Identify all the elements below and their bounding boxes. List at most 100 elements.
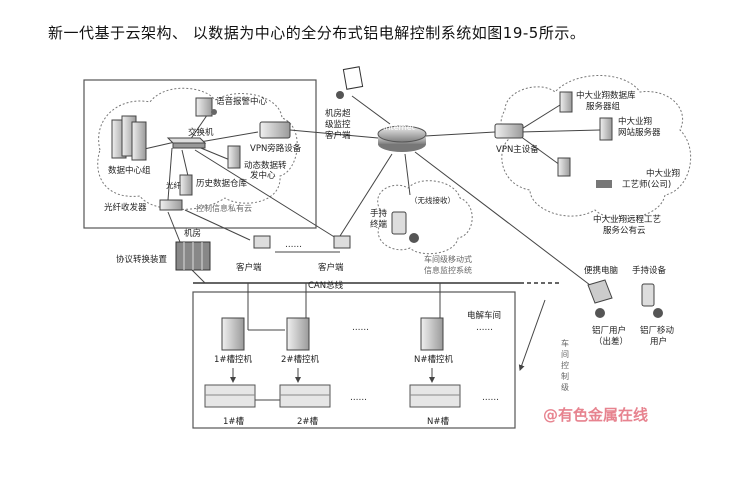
label-cell-n: N#槽 [427,416,449,427]
engineer-workstation [557,157,612,188]
cell-1 [204,384,256,408]
label-public-cloud-1: 中大业翔远程工艺 [593,214,661,225]
label-voice-alarm: 语音报警中心 [216,96,268,107]
link-internet-vpnmaster [424,131,496,137]
label-fiber-tx: 光纤收发器 [104,202,147,213]
label-handheld-2: 终端 [370,219,388,230]
label-cell-2: 2#槽 [297,416,319,427]
web-server [599,117,613,141]
label-machine-room: 机房 [184,228,201,239]
label-user-travel-1: 铝厂用户 [592,325,626,336]
link-internet-mobile [414,151,591,286]
label-engineer-1: 中大业翔 [646,168,680,179]
data-center-servers [111,115,147,161]
handheld-mobile-device [641,283,663,318]
link-switch-clients [194,149,337,239]
label-handheld-dev: 手持设备 [632,265,667,276]
label-dynamic-pub-2: 发中心 [250,170,276,181]
workshop-frame [192,291,516,429]
label-fiber-link: 光纤 [166,180,181,190]
dynamic-data-server [227,145,241,169]
label-user-mobile-2: 用户 [650,336,667,347]
label-handheld-1: 手持 [370,208,388,219]
link-fiber-protocol [167,211,181,243]
label-wireless: （无线接收） [410,195,455,205]
cell-n [409,384,461,408]
label-web-server-2: 网站服务器 [618,127,661,138]
private-cloud-outline [97,87,298,210]
portable-pc-device [587,279,613,318]
label-public-cloud-2: 服务公有云 [603,225,646,236]
vpn-master-device [494,123,524,139]
label-room-monitor-3: 客户端 [325,130,351,141]
label-client-a: 客户端 [236,262,262,273]
label-dots-clients: …… [285,240,302,250]
label-engineer-2: 工艺师(公司) [622,179,671,190]
link-internet-client [339,153,393,237]
label-room-monitor-1: 机房超 [325,108,351,119]
label-workshop: 电解车间 [467,310,501,321]
label-data-center: 数据中心组 [108,165,151,176]
figure-caption: 新一代基于云架构、 以数据为中心的全分布式铝电解控制系统如图19-5所示。 [48,24,586,42]
label-mobile-monitor-2: 信息监控系统 [424,265,472,275]
link-internet-handheld [404,153,411,196]
link-fiber-client [184,209,251,241]
link-vpnmaster-eng [519,135,561,166]
label-dots-cells-right: …… [482,393,499,403]
link-vpnmaster-db [519,104,561,131]
voice-alarm-device [195,97,217,117]
label-workshop-ctrl-1: 车 [561,338,569,348]
db-server-group [559,91,573,113]
label-portable-pc: 便携电脑 [584,265,619,276]
controller-2 [286,317,310,351]
link-monitor-internet [351,95,391,125]
switch-device [166,137,207,149]
link-vpnmaster-web [519,129,601,133]
label-user-mobile-1: 铝厂移动 [640,325,675,336]
label-workshop-ctrl-2: 间 [561,350,569,359]
label-user-travel-2: （出差） [594,336,628,347]
label-can-bus: CAN总线 [308,280,344,291]
handheld-terminal [391,211,419,243]
handheld-cloud-outline [377,180,473,255]
label-ctrl-2: 2#槽控机 [281,354,320,365]
label-web-server-1: 中大业翔 [618,116,652,127]
label-db-group-1: 中大业翔数据库 [576,90,636,101]
label-vpn-bypass: VPN旁路设备 [250,143,302,154]
client-a-device [253,235,271,249]
watermark-text: @有色金属在线 [543,406,648,424]
fiber-transceiver [159,199,183,211]
label-mobile-monitor-1: 车间级移动式 [424,254,472,264]
link-switch-fiber [167,147,173,201]
history-db-server [179,174,193,196]
label-room-monitor-2: 级监控 [325,119,351,130]
vpn-bypass-device [259,121,291,139]
link-switch-vpn [199,131,259,143]
link-switch-history [181,149,189,177]
label-history-db: 历史数据仓库 [196,178,248,189]
label-workshop-ctrl-5: 级 [561,382,569,392]
controller-n [420,317,444,351]
label-protocol-conv: 协议转换装置 [116,254,168,265]
workshop-ctrl-line [518,299,546,371]
cell-2 [279,384,331,408]
room-monitor-client [336,66,364,99]
label-vpn-master: VPN主设备 [496,144,539,155]
label-dots-ctrl: …… [352,323,369,333]
internet-node [377,125,427,152]
label-workshop-ctrl-4: 制 [561,371,569,381]
link-vpn-internet [289,129,379,139]
label-cell-1: 1#槽 [223,416,245,427]
controller-1 [221,317,245,351]
label-ctrl-1: 1#槽控机 [214,354,253,365]
label-private-cloud: 控制信息私有云 [196,203,252,213]
label-client-b: 客户端 [318,262,344,273]
label-dynamic-pub-1: 动态数据转 [244,160,287,171]
label-db-group-2: 服务器组 [586,101,621,112]
label-workshop-ctrl-3: 控 [561,360,569,370]
label-ctrl-n: N#槽控机 [414,354,453,365]
label-switch: 交换机 [188,127,214,138]
label-dots-cells: …… [350,393,367,403]
machine-room-frame [83,79,317,229]
